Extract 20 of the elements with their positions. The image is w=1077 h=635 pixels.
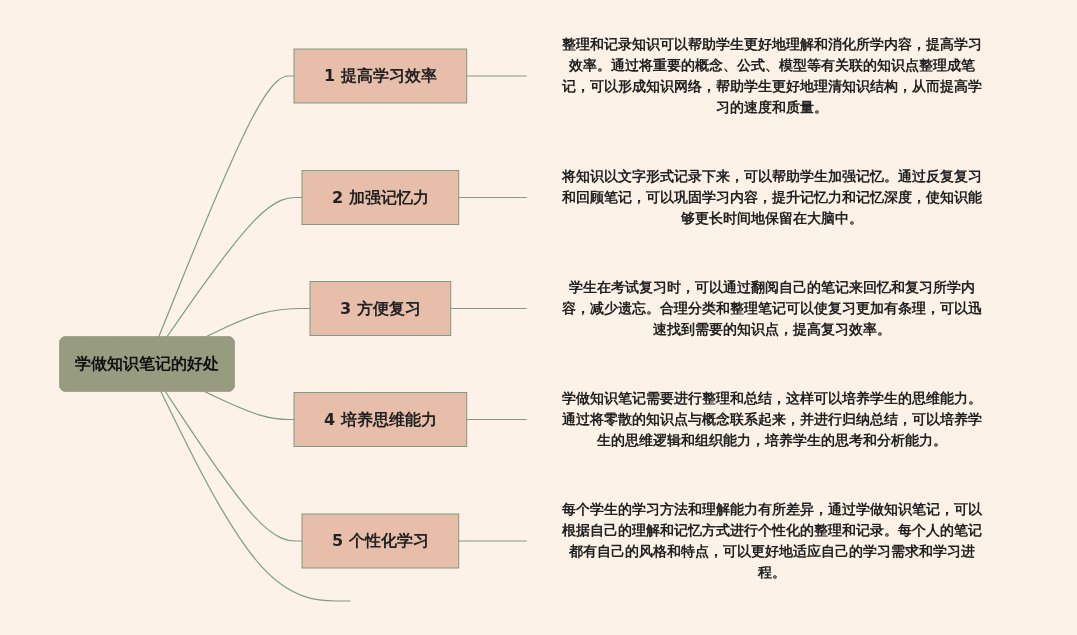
node-box: 5 个性化学习 (301, 513, 460, 569)
connector (458, 540, 528, 542)
connector (450, 307, 528, 310)
connector (458, 196, 528, 199)
node-box: 1 提高学习效率 (293, 48, 468, 104)
node-text: 每个学生的学习方法和理解能力有所差异，通过学做知识笔记，可以根据自己的理解和记忆方式进行个性化的整理和记录。每个人的笔记都有自己的风格和特点，可以更好地适应自己的学习需求和学习进程。 (561, 501, 982, 580)
connector (203, 390, 295, 421)
connector (166, 196, 303, 339)
connector (158, 75, 295, 339)
node-text: 学生在考试复习时，可以通过翻阅自己的笔记来回忆和复习所学内容，减少遗忘。合理分类和整理笔记可以使复习更加有条理，可以迅速找到需要的知识点，提高复习效率。 (561, 279, 982, 337)
node-box: 3 方便复习 (309, 281, 452, 336)
node-box: 2 加强记忆力 (301, 170, 460, 225)
node-box: 4 培养思维能力 (293, 392, 468, 447)
connector (164, 390, 303, 542)
node-text: 整理和记录知识可以帮助学生更好地理解和消化所学内容，提高学习效率。通过将重要的概念、公式、模型等有关联的知识点整理成笔记，可以形成知识网络，帮助学生更好地理清知识结构，从而提高学习的速度和质量。 (561, 36, 982, 115)
node-text: 将知识以文字形式记录下来，可以帮助学生加强记忆。通过反复复习和回顾笔记，可以巩固学习内容，提升记忆力和记忆深度，使知识能够更长时间地保留在大脑中。 (561, 168, 982, 226)
node-text: 学做知识笔记需要进行整理和总结，这样可以培养学生的思维能力。通过将零散的知识点与概念联系起来，并进行归纳总结，可以培养学生的思维逻辑和组织能力，培养学生的思考和分析能力。 (561, 390, 982, 448)
connector (466, 75, 528, 77)
connector (160, 390, 352, 602)
connector (466, 418, 528, 421)
